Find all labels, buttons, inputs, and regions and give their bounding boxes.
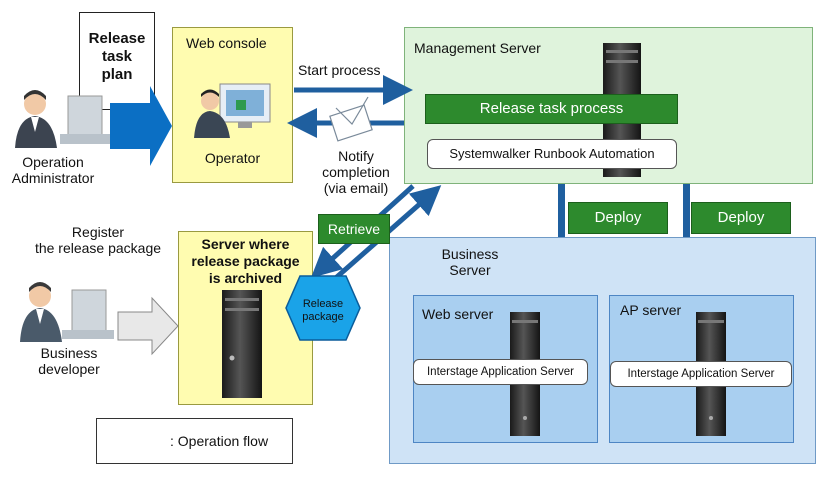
business-developer-label: Business developer (14, 345, 124, 377)
big-blue-arrow (110, 86, 172, 166)
business-developer-line2: developer (38, 361, 100, 377)
register-line1: Register (71, 224, 125, 240)
operation-admin-line2: Administrator (11, 170, 95, 186)
deploy-right-label: Deploy (691, 202, 791, 234)
ap-server-title: AP server (620, 302, 682, 318)
retrieve-label: Retrieve (318, 214, 390, 244)
envelope-icon (329, 96, 373, 142)
archive-line2: release package (191, 253, 300, 269)
management-server-title: Management Server (414, 40, 541, 56)
release-task-process-bar: Release task process (425, 94, 678, 124)
release-plan-line1: Release (88, 30, 146, 47)
web-console-title: Web console (186, 35, 267, 51)
business-server-line2: Server (449, 262, 491, 278)
release-task-plan-note (79, 12, 155, 110)
business-server-line1: Business (441, 246, 499, 262)
operator-label: Operator (204, 150, 261, 166)
deploy-right-connector (683, 184, 690, 237)
legend-box (96, 418, 293, 464)
business-developer-person-icon (20, 282, 114, 342)
archive-line3: is archived (208, 270, 283, 286)
deploy-left-connector (558, 184, 565, 237)
business-server-title: Business Server (428, 246, 512, 278)
grey-arrow (117, 296, 179, 356)
legend-label: : Operation flow (170, 433, 269, 449)
release-task-plan-label: Release task plan (79, 30, 155, 84)
web-server-title: Web server (422, 306, 494, 322)
notify-line3: (via email) (323, 180, 389, 196)
web-server-product-label: Interstage Application Server (413, 359, 588, 385)
ap-server-product-label: Interstage Application Server (610, 361, 792, 387)
archive-line1: Server where (201, 236, 290, 252)
release-package-label: Release package (286, 298, 360, 324)
release-plan-line3: plan (101, 66, 133, 83)
notify-line2: completion (322, 164, 390, 180)
archive-server-label: Server where release package is archived (178, 236, 313, 287)
operator-monitor-icon (194, 83, 271, 138)
release-package-hexagon (285, 275, 361, 341)
systemwalker-product-label: Systemwalker Runbook Automation (427, 139, 677, 169)
notify-completion-label: Notify completion (via email) (308, 148, 404, 196)
operation-admin-person-icon (15, 90, 110, 148)
archive-server-tower-icon (222, 290, 262, 398)
release-package-line1: Release (302, 298, 344, 310)
release-package-line2: package (302, 311, 344, 323)
notify-line1: Notify (338, 148, 374, 164)
register-label: Register the release package (14, 224, 182, 256)
business-developer-line1: Business (40, 345, 98, 361)
release-plan-line2: task (101, 48, 133, 65)
operation-admin-line1: Operation (22, 154, 84, 170)
operation-admin-label: Operation Administrator (0, 154, 106, 186)
deploy-left-label: Deploy (568, 202, 668, 234)
start-process-label: Start process (298, 62, 381, 78)
register-line2: the release package (34, 240, 162, 256)
